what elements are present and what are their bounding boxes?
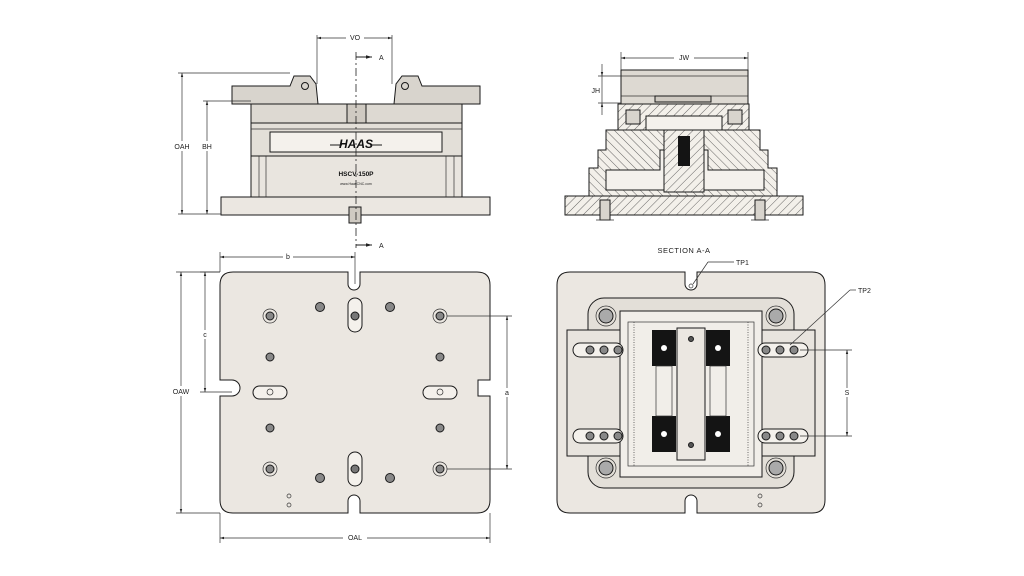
side-section-view: JW JH: [564, 52, 804, 221]
side-right-bolt: [754, 199, 766, 221]
right-jaw-bolt: [401, 82, 409, 90]
section-jaw-blocks: [652, 330, 730, 452]
section-mark-top: A: [379, 55, 384, 62]
side-left-bolt: [599, 199, 611, 221]
front-vise-body: [250, 149, 463, 198]
front-center-stud: [348, 206, 362, 224]
section-mark-bottom: A: [379, 243, 384, 250]
callout-tp2: TP2: [858, 288, 871, 295]
section-title: SECTION A-A: [657, 246, 710, 255]
section-a-a-view: SECTION A-A: [556, 246, 871, 514]
dim-oal: OAL: [348, 535, 362, 542]
dim-bh: BH: [202, 144, 212, 151]
dim-jh: JH: [591, 88, 600, 95]
right-jaw: [393, 75, 481, 105]
dim-vo: VO: [350, 35, 361, 42]
dim-b: b: [286, 254, 290, 261]
section-clamp-slots: [572, 342, 809, 444]
top-slot-left: [252, 385, 288, 400]
side-center-screw: [678, 136, 690, 166]
section-corner-holes: [595, 283, 787, 508]
dim-oaw: OAW: [173, 389, 190, 396]
dim-jw: JW: [679, 55, 690, 62]
top-view: b c OAW a OAL: [168, 252, 512, 543]
left-jaw-bolt: [301, 82, 309, 90]
dim-a: a: [505, 390, 509, 397]
dim-oah: OAH: [174, 144, 189, 151]
callout-tp1: TP1: [736, 260, 749, 267]
top-slot-right: [422, 385, 458, 400]
top-plate-outline: [219, 271, 491, 514]
left-jaw: [231, 75, 319, 105]
front-center-post: [346, 103, 367, 124]
front-model-label: HSCV-150P: [338, 171, 374, 178]
dim-c: c: [203, 332, 207, 339]
front-view: HAAS HSCV-150P www.HaasCNC.com A A VO OA…: [170, 33, 491, 250]
section-center-plate: [676, 327, 706, 461]
side-jaw-nut: [654, 95, 712, 103]
dim-s: S: [845, 390, 850, 397]
top-bolt-holes: [262, 302, 448, 508]
